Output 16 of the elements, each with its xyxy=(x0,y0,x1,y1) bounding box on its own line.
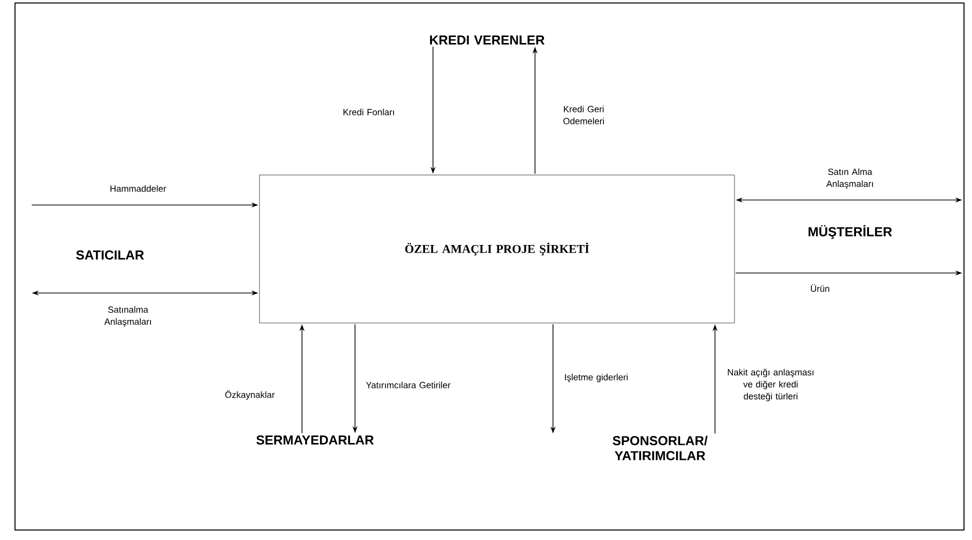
party-label: SERMAYEDARLAR xyxy=(256,435,374,445)
edge-label: Nakit açığı anlaşması ve diğer kredi desteği türleri xyxy=(728,368,814,402)
edge-label: Ürün xyxy=(810,284,830,292)
edge-label: Satınalma Anlaşmaları xyxy=(104,306,151,327)
party-label: SPONSORLAR/ YATIRIMCILAR xyxy=(612,436,708,460)
edge-label: Kredi Fonları xyxy=(344,108,394,116)
party-label: MÜŞTERİLER xyxy=(808,225,892,239)
party-label: SATICILAR xyxy=(76,250,144,260)
edge-label: Yatırımcılara Getiriler xyxy=(366,382,450,388)
company-box: ÖZEL AMAÇLI PROJE ŞİRKETİ xyxy=(259,174,735,324)
party-label: KREDI VERENLER xyxy=(430,36,545,44)
edge-label: Hammaddeler xyxy=(110,185,166,192)
edge-label: Satın Alma Anlaşmaları xyxy=(826,168,873,189)
edge-label: Işletme giderleri xyxy=(565,374,628,382)
edge-label: Kredi Geri Odemeleri xyxy=(563,106,604,124)
edge-label: Özkaynaklar xyxy=(225,390,275,400)
